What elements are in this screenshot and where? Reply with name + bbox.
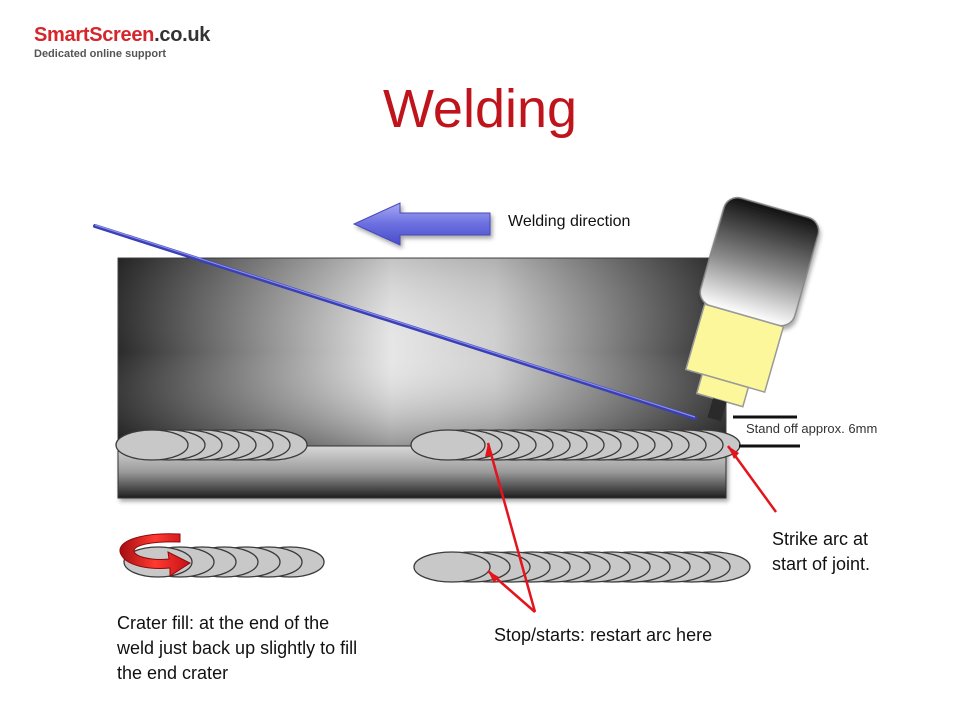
logo-tagline: Dedicated online support bbox=[34, 48, 167, 60]
stop-starts-label: Stop/starts: restart arc here bbox=[494, 625, 713, 645]
top-plate bbox=[117, 257, 727, 447]
electrode-rod-highlight bbox=[94, 224, 696, 418]
pointer-arrows bbox=[485, 442, 778, 613]
welding-direction-label: Welding direction bbox=[508, 213, 631, 230]
logo-brand-name: SmartScreen bbox=[34, 24, 155, 46]
strike-arc-label-line-1: Strike arc at bbox=[772, 529, 869, 549]
stop-start-pointer-upper bbox=[486, 442, 537, 613]
crater-fill-label-line-3: the end crater bbox=[117, 663, 229, 683]
welding-direction-arrow bbox=[352, 202, 491, 246]
stop-start-pointer-upper-head bbox=[485, 443, 493, 457]
crater-fill-label: Crater fill: at the end of the weld just… bbox=[117, 611, 417, 686]
smartscreen-logo: SmartScreen.co.uk Dedicated online suppo… bbox=[34, 24, 210, 60]
joint-weld-beads bbox=[115, 429, 741, 461]
crater-fill-label-line-2: weld just back up slightly to fill bbox=[117, 638, 358, 658]
strike-arc-pointer-head bbox=[728, 446, 739, 459]
crater-fill-curl-arrow bbox=[119, 533, 192, 577]
weld-bead bbox=[115, 429, 189, 461]
strike-arc-pointer bbox=[726, 445, 778, 513]
strike-arc-label-line-2: start of joint. bbox=[772, 554, 871, 574]
strike-arc-label: Strike arc at start of joint. bbox=[772, 527, 912, 577]
stop-start-bead bbox=[413, 551, 491, 583]
logo-brand: SmartScreen.co.uk bbox=[34, 24, 210, 47]
crater-fill-label-line-1: Crater fill: at the end of the bbox=[117, 613, 330, 633]
weld-bead bbox=[410, 429, 486, 461]
welding-torch bbox=[684, 196, 820, 422]
stop-start-pointer-lower-head bbox=[488, 571, 499, 583]
slide-title: Welding bbox=[382, 79, 578, 139]
electrode-rod bbox=[93, 224, 697, 420]
stop-start-beads bbox=[413, 551, 751, 583]
stand-off-label: Stand off approx. 6mm bbox=[746, 421, 878, 436]
logo-brand-tld: .co.uk bbox=[154, 24, 211, 46]
